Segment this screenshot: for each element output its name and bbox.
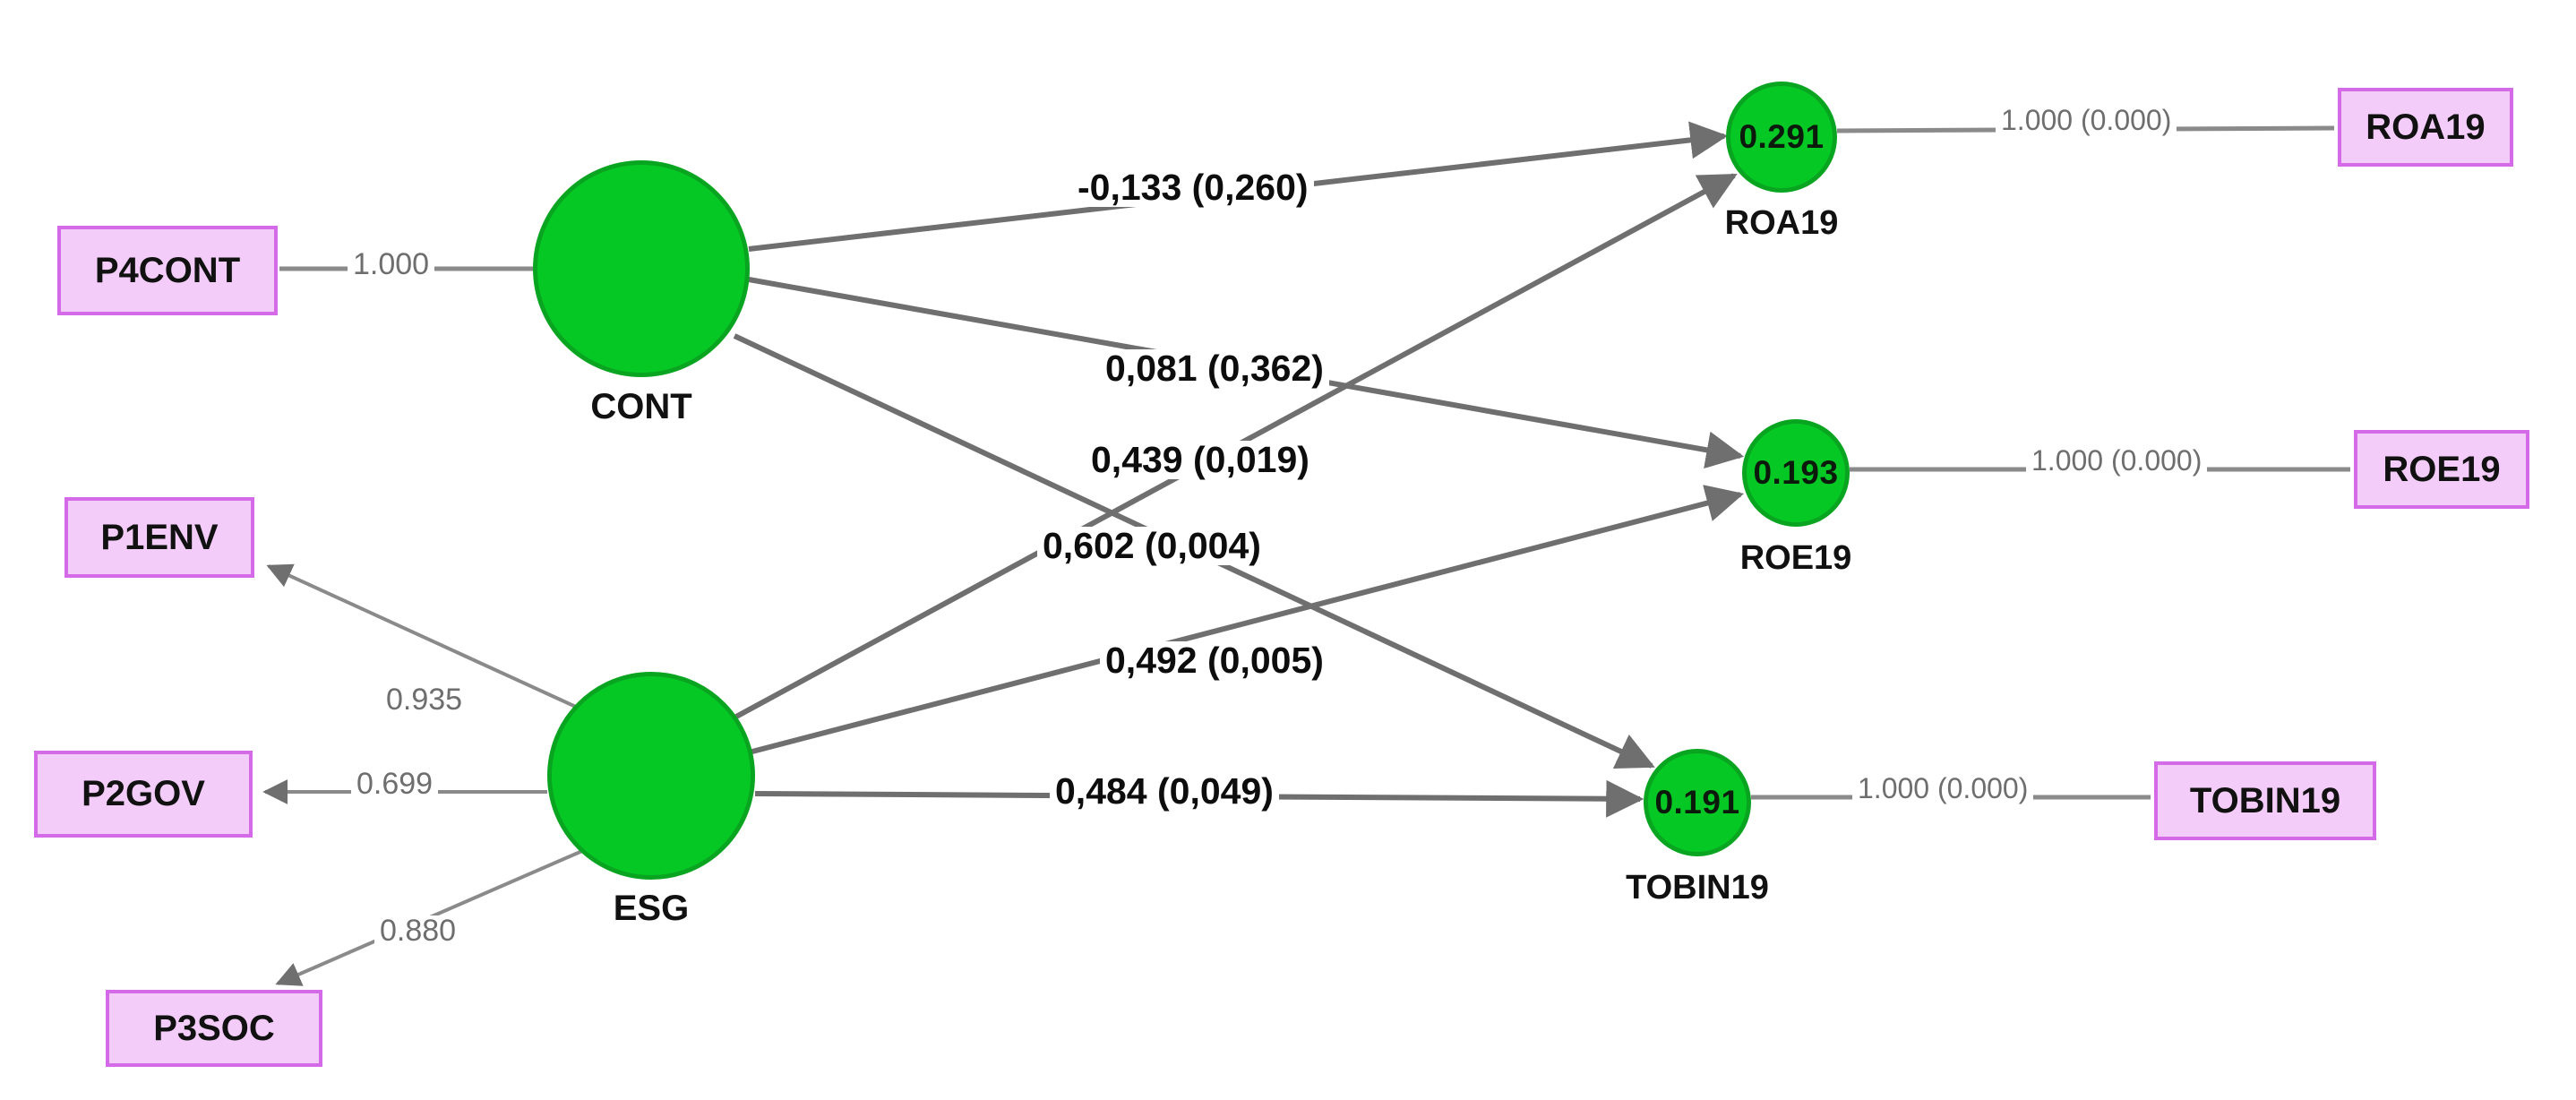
edge-esg-p1env bbox=[266, 563, 579, 709]
path-label-cont-roa19: -0,133 (0,260) bbox=[1072, 168, 1314, 208]
indicator-tobin19[interactable]: TOBIN19 bbox=[2154, 761, 2376, 840]
path-label-esg-roa19: 0,439 (0,019) bbox=[1086, 440, 1315, 480]
latent-node-esg-label: ESG bbox=[613, 889, 690, 928]
indicator-roe19[interactable]: ROE19 bbox=[2354, 430, 2529, 509]
latent-node-cont-label: CONT bbox=[590, 387, 692, 426]
path-esg-roe19 bbox=[748, 485, 1745, 755]
loading-label-roa19: 1.000 (0.000) bbox=[1996, 105, 2177, 136]
latent-node-tobin19[interactable]: 0.191 bbox=[1644, 749, 1751, 856]
loading-label-p3soc: 0.880 bbox=[374, 915, 462, 948]
indicator-p4cont[interactable]: P4CONT bbox=[57, 226, 278, 315]
latent-node-roe19[interactable]: 0.193 bbox=[1742, 419, 1850, 527]
loading-label-p2gov: 0.699 bbox=[351, 768, 439, 801]
latent-node-tobin19-value: 0.191 bbox=[1654, 784, 1740, 821]
loading-label-tobin19: 1.000 (0.000) bbox=[1852, 773, 2034, 804]
indicator-p1env[interactable]: P1ENV bbox=[64, 497, 254, 578]
latent-node-cont[interactable] bbox=[533, 160, 750, 377]
latent-node-roa19[interactable]: 0.291 bbox=[1726, 82, 1837, 193]
indicator-roa19[interactable]: ROA19 bbox=[2338, 88, 2513, 167]
latent-node-roe19-label: ROE19 bbox=[1739, 539, 1852, 577]
latent-node-roa19-label: ROA19 bbox=[1724, 204, 1839, 242]
loading-label-p4cont: 1.000 bbox=[348, 248, 435, 281]
latent-node-tobin19-label: TOBIN19 bbox=[1626, 869, 1769, 907]
path-label-cont-roe19: 0,081 (0,362) bbox=[1100, 348, 1329, 389]
path-label-esg-tobin19: 0,484 (0,049) bbox=[1050, 771, 1279, 812]
latent-node-roe19-value: 0.193 bbox=[1753, 454, 1839, 491]
indicator-p3soc[interactable]: P3SOC bbox=[106, 990, 322, 1067]
indicator-p2gov[interactable]: P2GOV bbox=[34, 751, 253, 838]
latent-node-roa19-value: 0.291 bbox=[1739, 118, 1825, 155]
path-label-esg-roe19: 0,492 (0,005) bbox=[1100, 640, 1329, 681]
path-label-cont-tobin19: 0,602 (0,004) bbox=[1037, 526, 1267, 566]
latent-node-esg[interactable] bbox=[547, 672, 755, 880]
loading-label-roe19: 1.000 (0.000) bbox=[2026, 445, 2208, 477]
loading-label-p1env: 0.935 bbox=[381, 683, 468, 717]
